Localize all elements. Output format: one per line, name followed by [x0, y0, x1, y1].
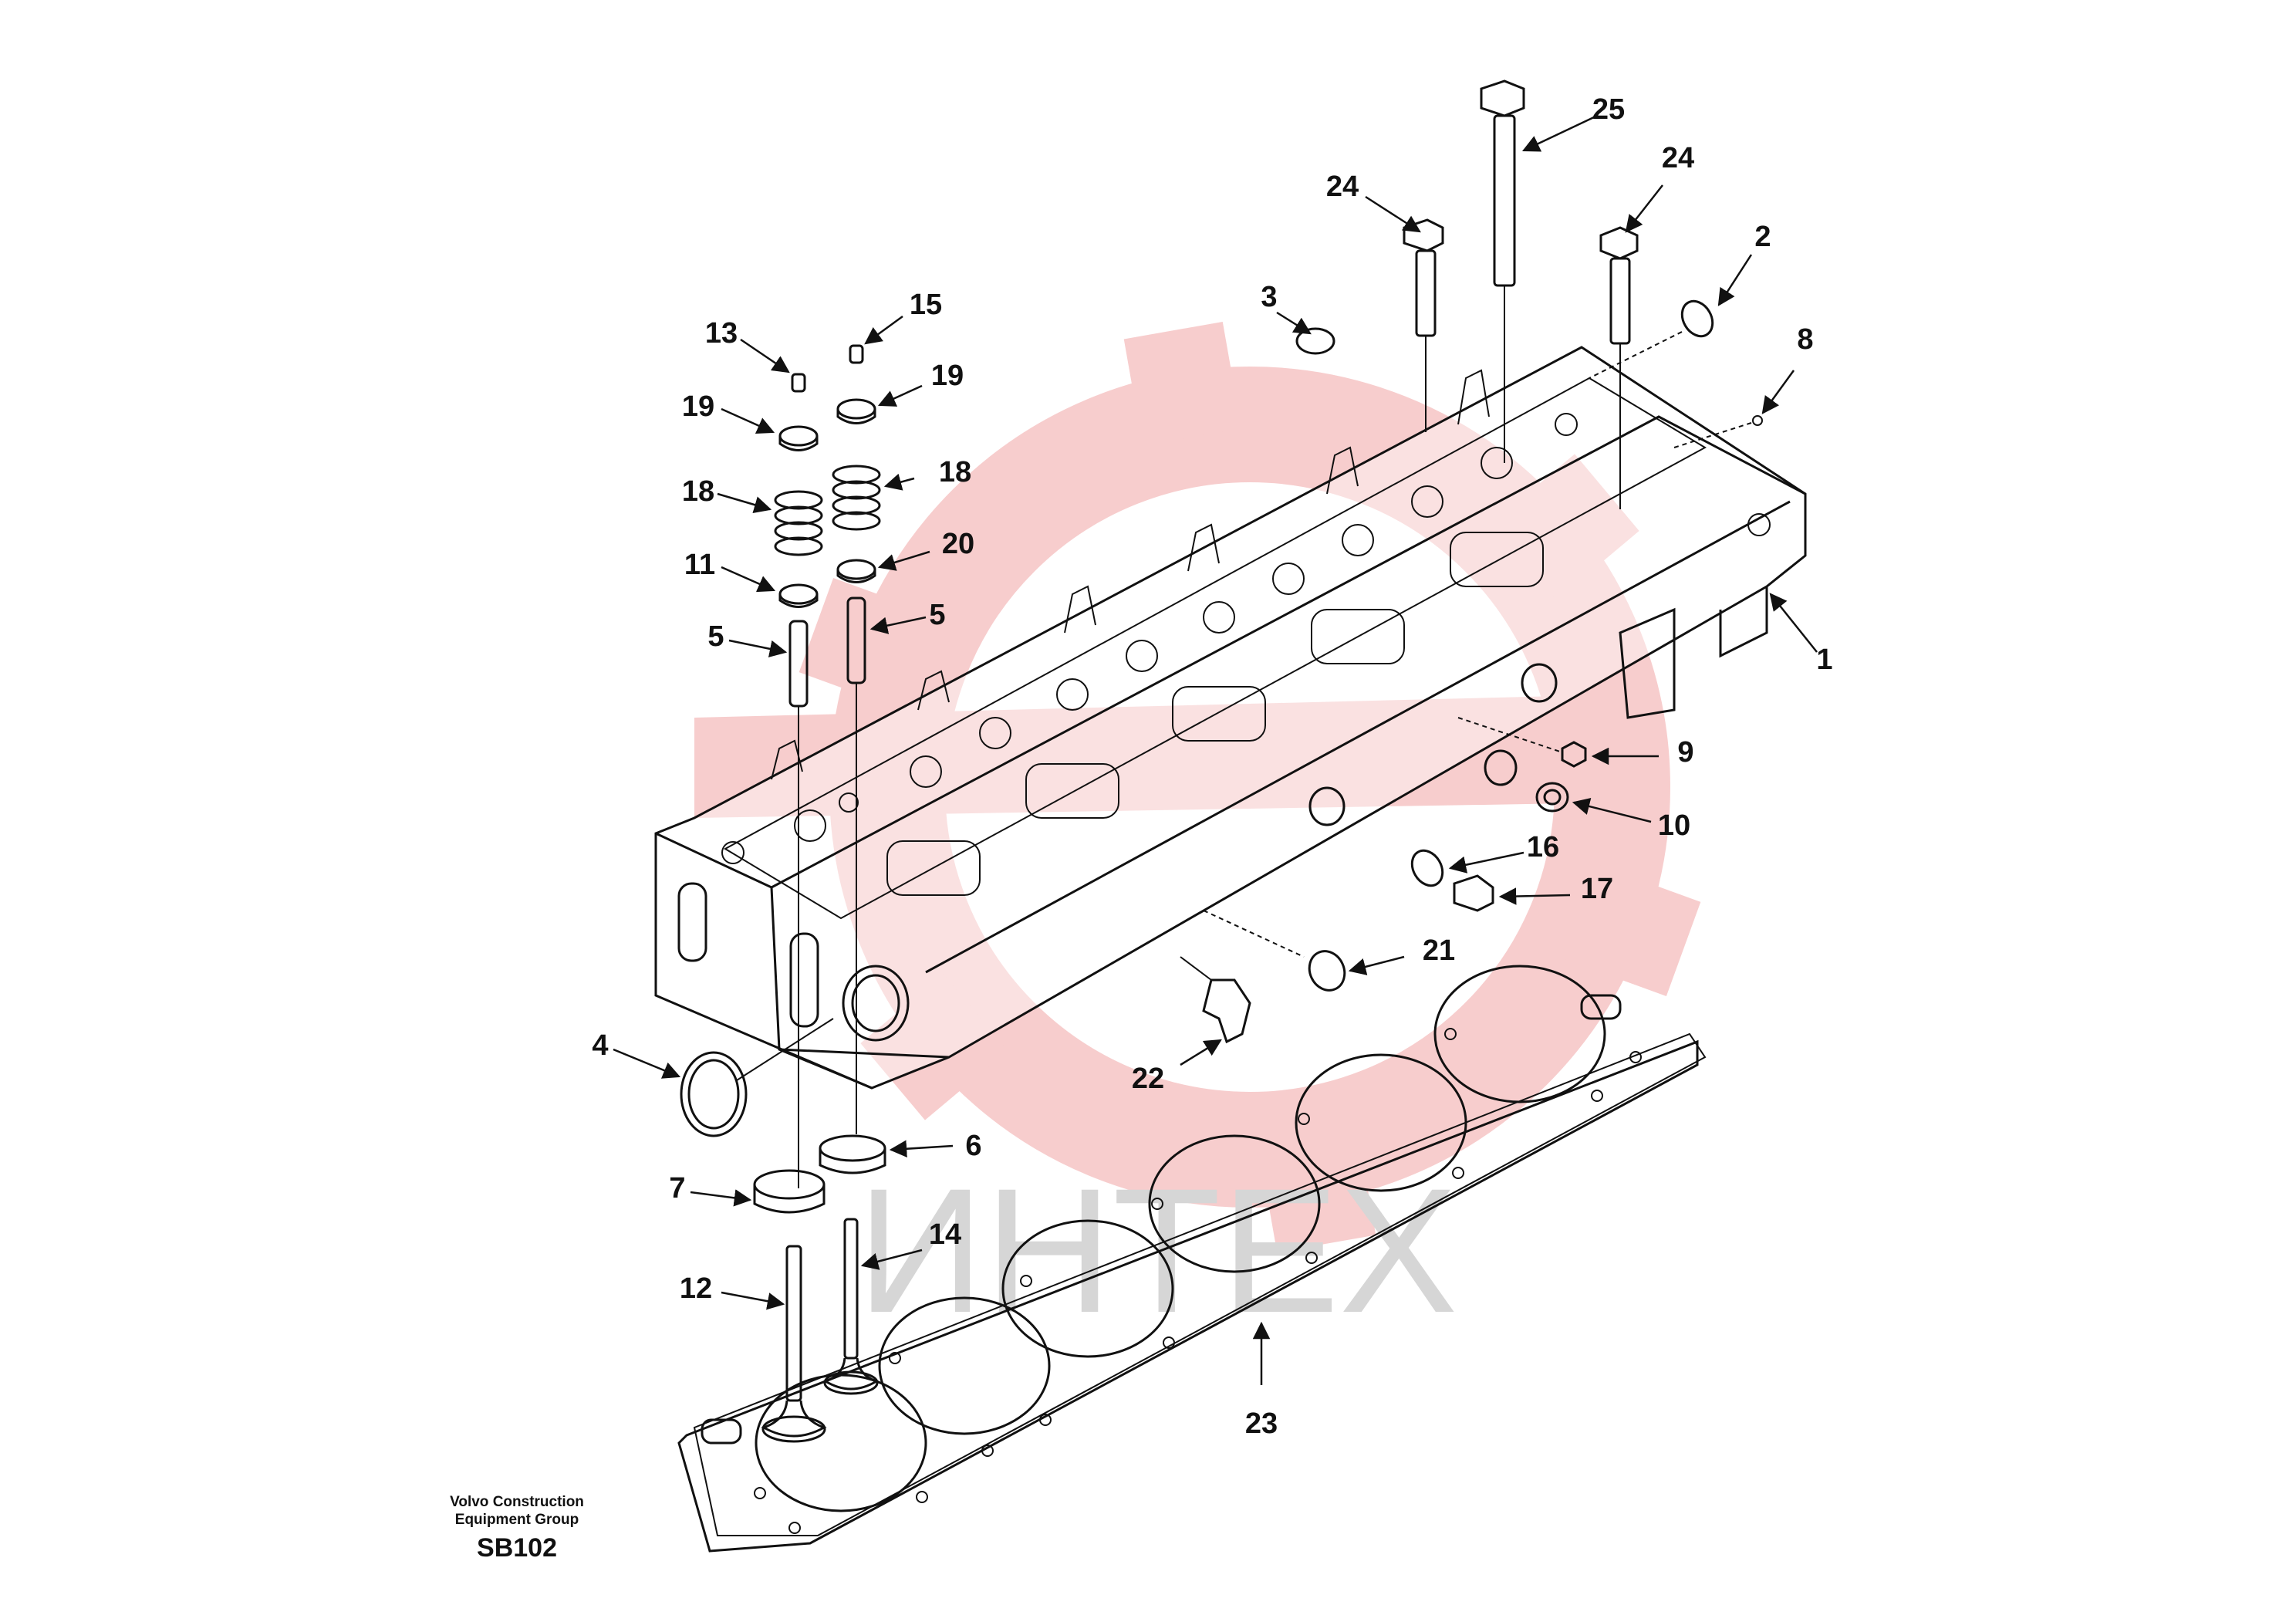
callout-25: 25	[1592, 93, 1626, 126]
callout-4: 4	[592, 1029, 609, 1062]
callout-12: 12	[679, 1272, 713, 1305]
callout-10: 10	[1657, 809, 1691, 842]
callout-19: 19	[681, 390, 715, 423]
callout-16: 16	[1526, 831, 1560, 863]
callout-22: 22	[1131, 1063, 1165, 1095]
callout-2: 2	[1754, 221, 1771, 253]
callout-23: 23	[1244, 1407, 1278, 1440]
callout-3: 3	[1261, 281, 1278, 313]
callout-5: 5	[707, 620, 724, 653]
diagram-code: SB102	[477, 1533, 557, 1563]
callout-7: 7	[669, 1172, 686, 1205]
head-gasket	[677, 965, 1707, 1553]
callout-13: 13	[704, 317, 738, 350]
callout-19: 19	[930, 360, 964, 392]
callout-18: 18	[681, 475, 715, 508]
callout-20: 20	[941, 528, 975, 560]
seal-3	[1295, 327, 1335, 355]
publisher-line-1: Volvo Construction	[450, 1494, 584, 1510]
callout-14: 14	[928, 1218, 962, 1251]
valve-train-left	[774, 373, 823, 1188]
callout-18: 18	[938, 456, 972, 488]
callout-15: 15	[909, 289, 943, 321]
callout-9: 9	[1677, 736, 1694, 769]
head-bolts	[1403, 79, 1763, 509]
callout-24: 24	[1325, 171, 1359, 203]
callout-6: 6	[965, 1130, 982, 1162]
callout-11: 11	[684, 549, 716, 581]
callout-1: 1	[1816, 644, 1833, 676]
valve-train-right	[832, 344, 881, 1134]
valves	[761, 1218, 880, 1443]
callout-17: 17	[1580, 873, 1614, 905]
callout-21: 21	[1422, 934, 1456, 967]
callout-24: 24	[1661, 142, 1695, 174]
publisher-line-2: Equipment Group	[454, 1512, 579, 1528]
callout-5: 5	[929, 599, 946, 631]
publisher-footer: Volvo Construction Equipment Group SB102	[432, 1493, 602, 1563]
callout-8: 8	[1797, 323, 1814, 356]
leader-lines	[613, 114, 1818, 1385]
valve-seats	[680, 1018, 886, 1214]
plugs-and-fittings	[1180, 717, 1587, 1044]
cylinder-head	[654, 346, 1807, 1090]
